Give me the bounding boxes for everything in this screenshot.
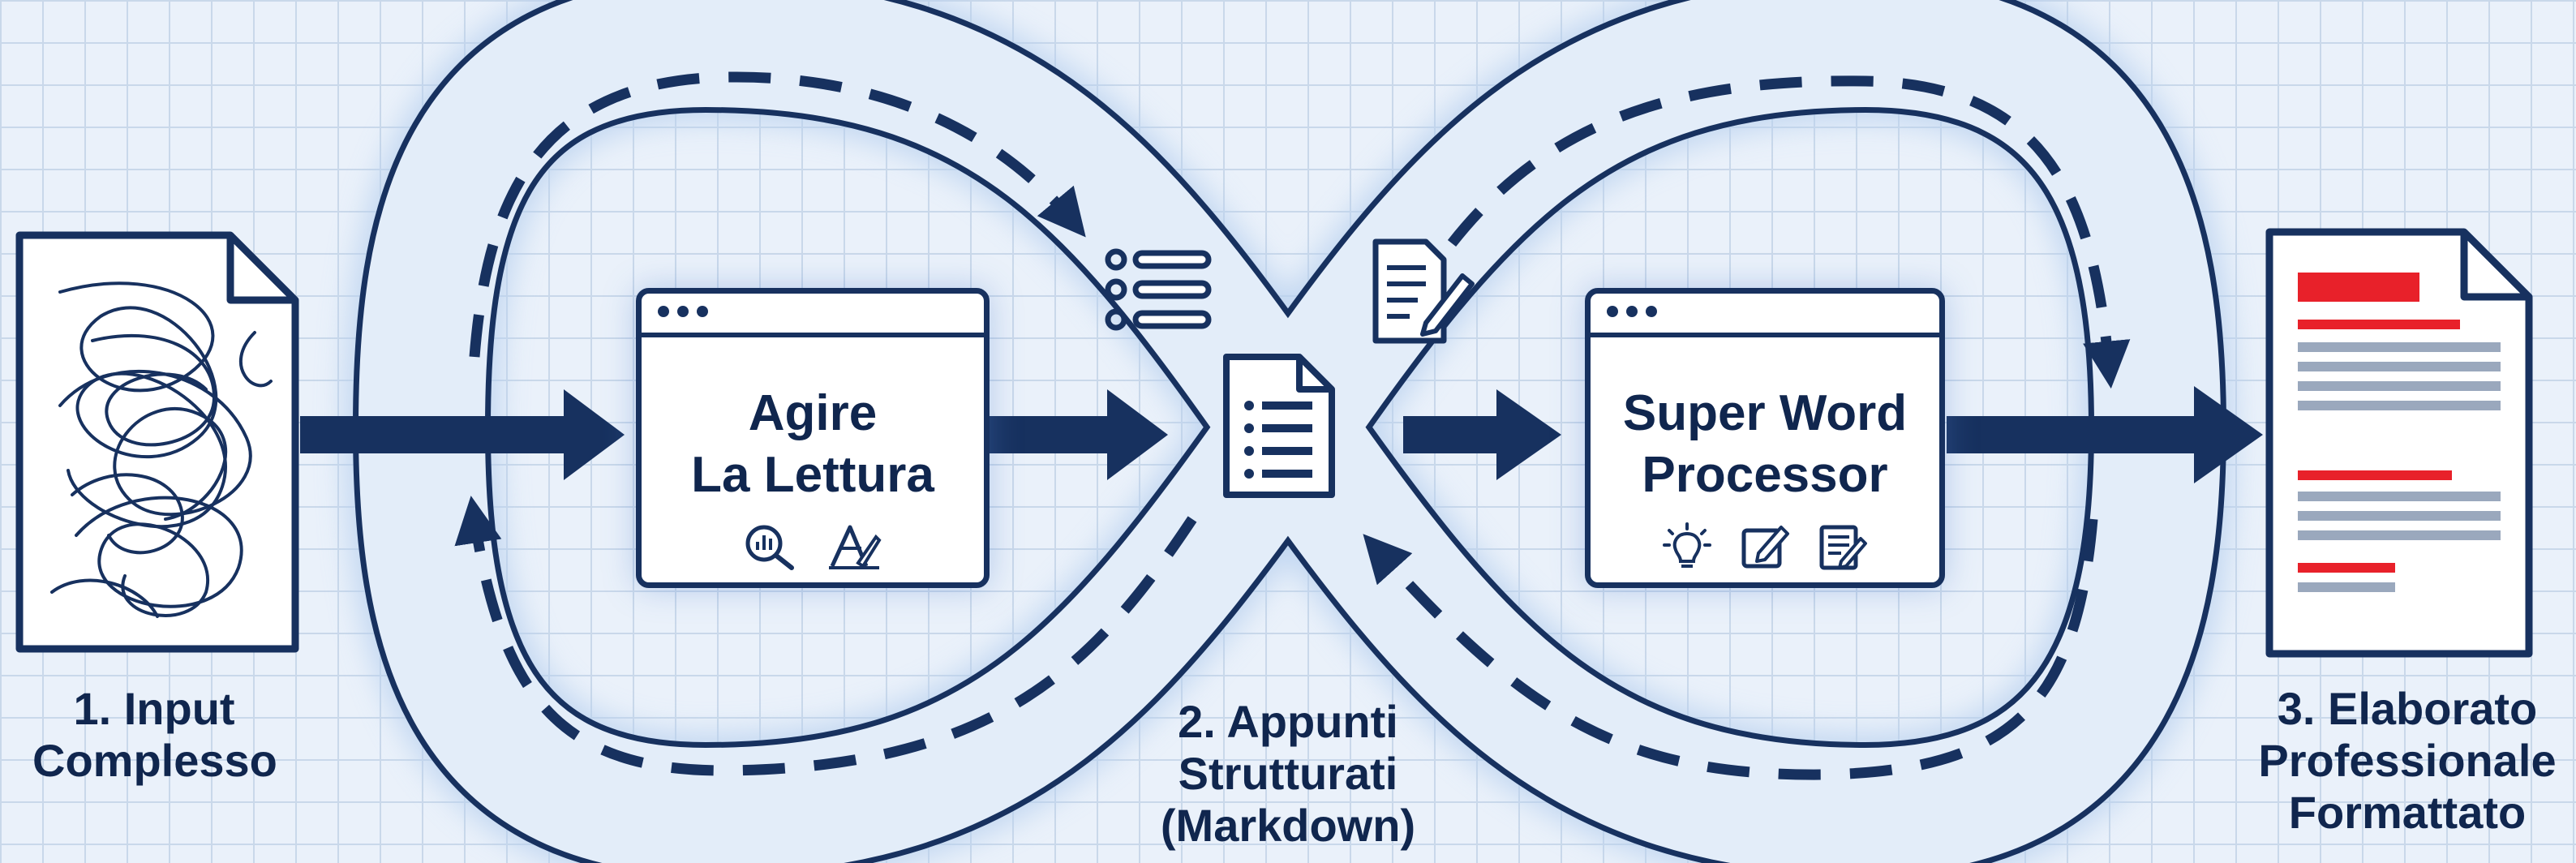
magnifier-chart-icon xyxy=(745,525,794,570)
complex-input-document-icon xyxy=(15,231,299,653)
red-section-bar-2 xyxy=(2298,563,2395,573)
lightbulb-icon xyxy=(1662,522,1711,568)
step2-line2: Strutturati xyxy=(1178,748,1398,799)
step1-label: 1. Input Complesso xyxy=(32,683,277,787)
agire-la-lettura-window: Agire La Lettura xyxy=(636,288,990,588)
tool-right-title-line1: Super Word xyxy=(1622,385,1908,441)
tool-left-title: Agire La Lettura xyxy=(642,383,984,506)
tool-right-title-line2: Processor xyxy=(1642,447,1888,503)
tool-left-title-line1: Agire xyxy=(748,385,878,441)
step3-line1: 3. Elaborato xyxy=(2277,683,2538,734)
window-dot xyxy=(1607,306,1618,317)
window-dot xyxy=(677,306,689,317)
edit-document-icon xyxy=(1819,525,1868,570)
window-dot xyxy=(1646,306,1657,317)
step2-label: 2. Appunti Strutturati (Markdown) xyxy=(1126,696,1450,852)
step3-line2: Professionale xyxy=(2258,735,2557,786)
red-subheading-bar xyxy=(2298,320,2460,329)
step1-line1: 1. Input xyxy=(73,683,235,734)
red-heading-bar xyxy=(2298,273,2419,302)
window-dot xyxy=(1626,306,1638,317)
edit-document-icon xyxy=(1372,238,1475,344)
step2-line3: (Markdown) xyxy=(1160,800,1416,851)
main-flow-arrow-1 xyxy=(300,389,625,480)
tool-left-title-line2: La Lettura xyxy=(691,447,934,503)
tool-right-title: Super Word Processor xyxy=(1591,383,1939,506)
main-flow-arrow-2 xyxy=(985,389,1168,480)
window-title-bar xyxy=(1591,294,1939,337)
window-dot xyxy=(697,306,708,317)
scribble-icon xyxy=(50,281,273,618)
main-flow-arrow-4 xyxy=(1947,386,2263,483)
super-word-processor-window: Super Word Processor xyxy=(1585,288,1945,588)
window-dot xyxy=(658,306,669,317)
text-lines xyxy=(2298,342,2501,592)
main-flow-arrow-3 xyxy=(1403,389,1561,480)
dashed-arrow-bottom-left xyxy=(454,496,1197,776)
edit-square-icon xyxy=(1741,526,1789,569)
step3-line3: Formattato xyxy=(2288,787,2527,838)
geometry-pen-icon xyxy=(829,525,882,569)
dashed-arrow-top-right xyxy=(1447,75,2131,389)
step2-line1: 2. Appunti xyxy=(1178,696,1398,747)
window-title-bar xyxy=(642,294,984,337)
list-icon xyxy=(1105,248,1212,331)
red-section-bar-1 xyxy=(2298,470,2452,480)
step3-label: 3. Elaborato Professionale Formattato xyxy=(2245,683,2570,839)
markdown-document-icon xyxy=(1223,354,1335,498)
step1-line2: Complesso xyxy=(32,735,277,786)
formatted-output-document-icon xyxy=(2265,228,2533,658)
dashed-arrow-bottom-right xyxy=(1363,518,2098,780)
